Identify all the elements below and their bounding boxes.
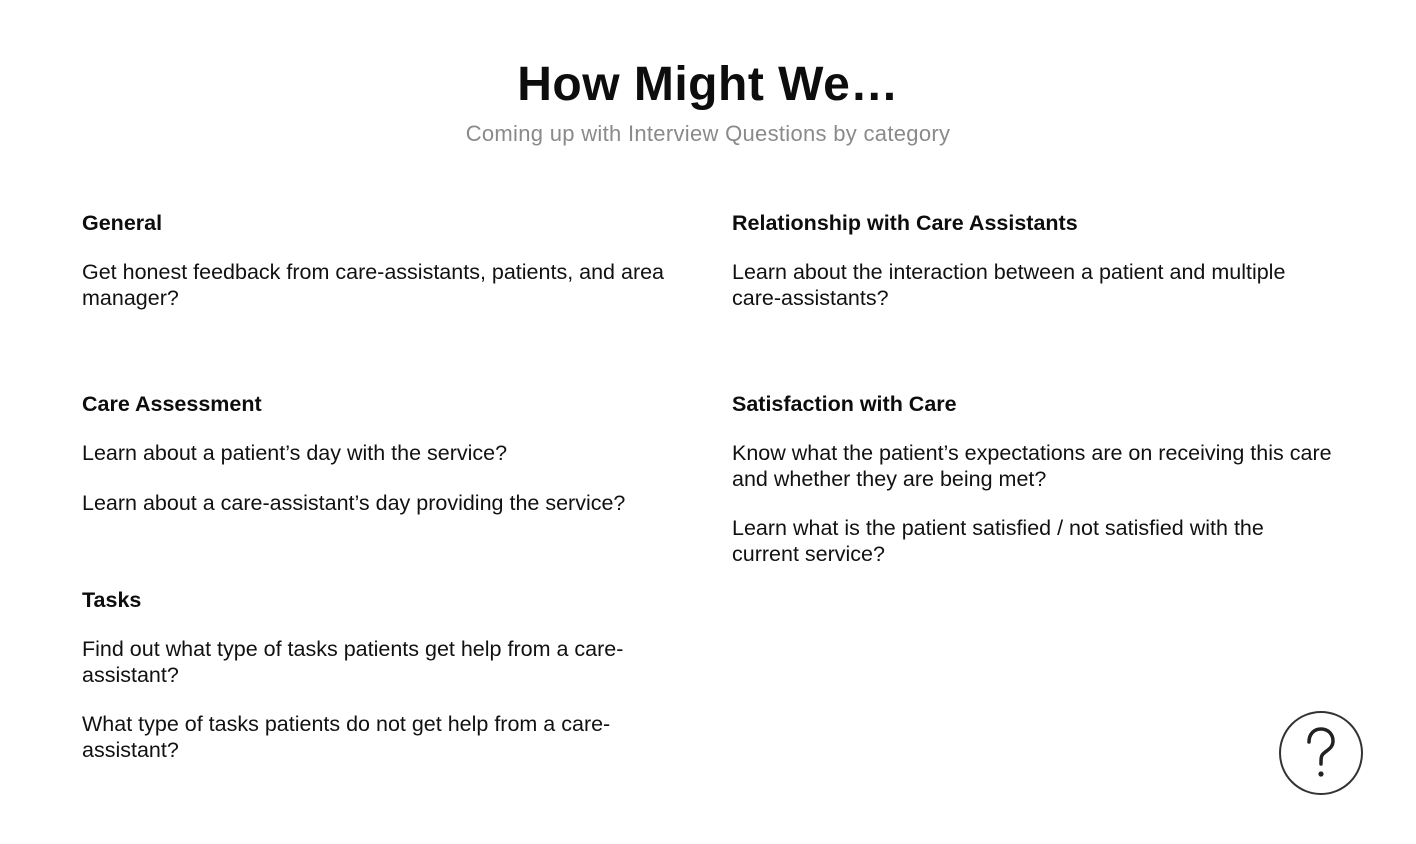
question-item: What type of tasks patients do not get h… xyxy=(82,712,611,762)
question-item: Learn about a patient’s day with the ser… xyxy=(82,441,508,465)
question-item: Know what the patient’s expectations are… xyxy=(732,441,1332,491)
question-item: Learn about the interaction between a pa… xyxy=(732,260,1286,310)
section-heading: Care Assessment xyxy=(82,392,262,416)
question-item: Find out what type of tasks patients get… xyxy=(82,637,624,687)
section-care-assessment: Care Assessment Learn about a patient’s … xyxy=(82,391,682,516)
section-relationship-with-care-assistants: Relationship with Care Assistants Learn … xyxy=(732,210,1332,311)
section-heading: Satisfaction with Care xyxy=(732,392,957,416)
question-item: Learn about a care-assistant’s day provi… xyxy=(82,490,626,515)
section-satisfaction-with-care: Satisfaction with Care Know what the pat… xyxy=(732,391,1332,567)
section-heading: Tasks xyxy=(82,588,142,612)
section-heading: Relationship with Care Assistants xyxy=(732,211,1078,235)
question-item: Learn what is the patient satisfied / no… xyxy=(732,516,1264,566)
section-tasks: Tasks Find out what type of tasks patien… xyxy=(82,587,682,763)
section-general: General Get honest feedback from care-as… xyxy=(82,210,682,311)
help-button[interactable] xyxy=(1279,711,1363,795)
question-mark-icon xyxy=(1303,726,1339,780)
question-item: Get honest feedback from care-assistants… xyxy=(82,260,665,310)
page-subtitle: Coming up with Interview Questions by ca… xyxy=(465,121,951,146)
page-title: How Might We… xyxy=(517,58,899,111)
section-heading: General xyxy=(82,211,163,235)
